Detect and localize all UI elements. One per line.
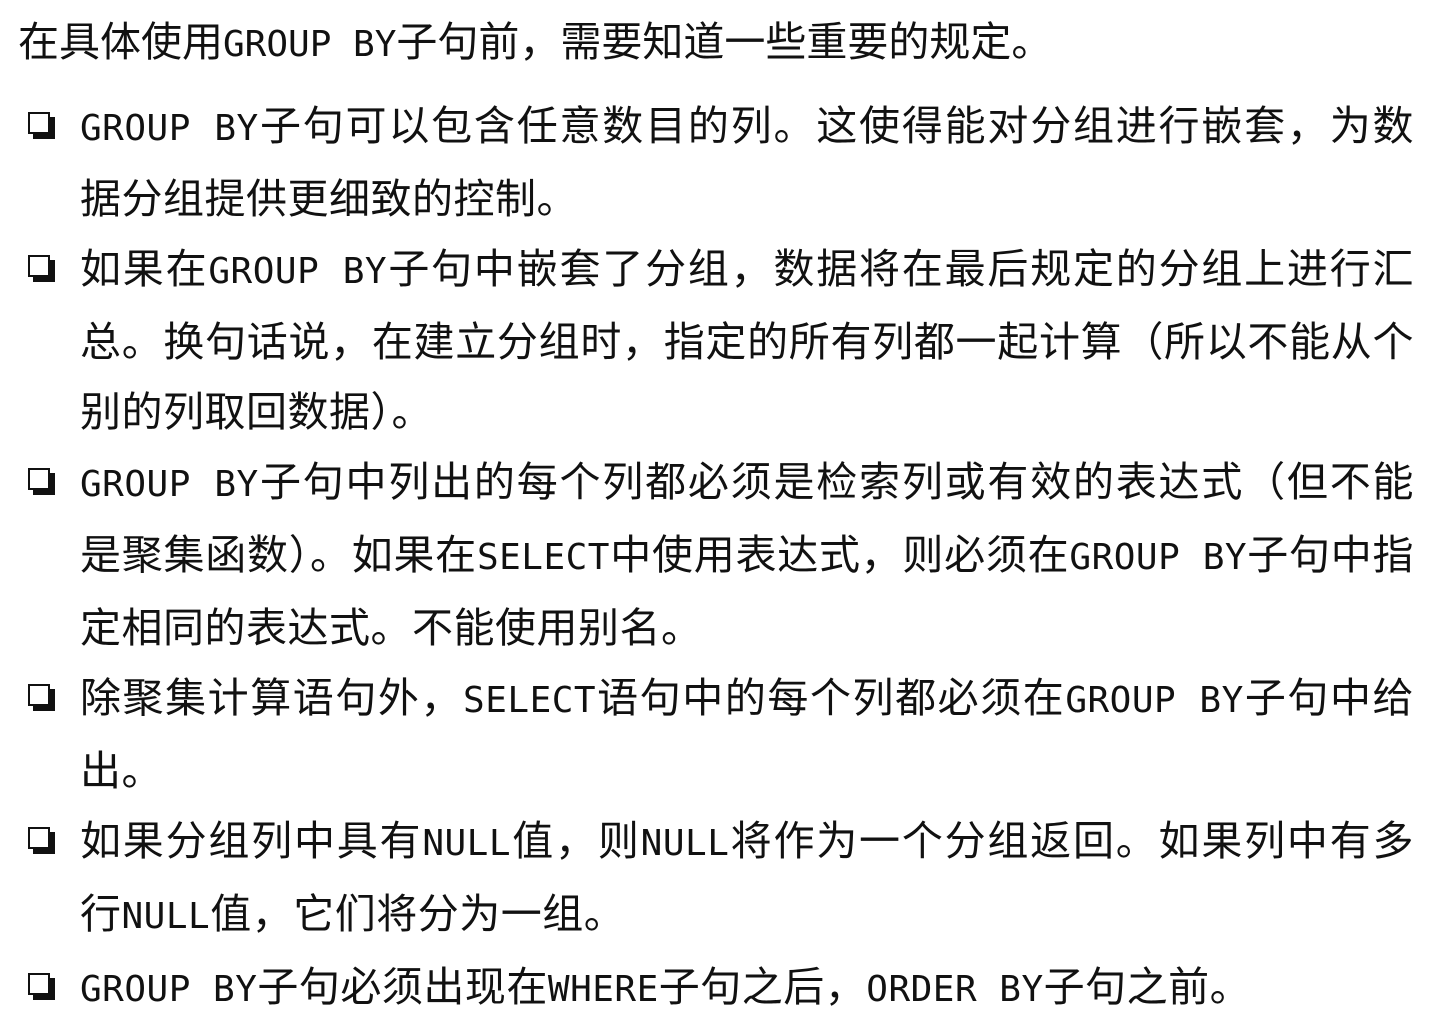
rule-item: GROUP BY子句中列出的每个列都必须是检索列或有效的表达式（但不能是聚集函数… [18,447,1414,663]
code-keyword: GROUP BY [1069,537,1248,578]
square-bullet-icon [28,255,50,277]
rule-item: GROUP BY子句必须出现在WHERE子句之后，ORDER BY子句之前。 [18,952,1414,1025]
rule-text: GROUP BY子句中列出的每个列都必须是检索列或有效的表达式（但不能是聚集函数… [80,458,1415,652]
square-bullet-icon [28,468,50,490]
code-keyword: NULL [121,896,211,937]
code-keyword: SELECT [463,680,597,721]
rule-text: 如果在GROUP BY子句中嵌套了分组，数据将在最后规定的分组上进行汇总。换句话… [80,245,1415,436]
square-bullet-icon [28,973,50,995]
rule-text: GROUP BY子句可以包含任意数目的列。这使得能对分组进行嵌套，为数据分组提供… [80,102,1415,223]
rule-item: 如果分组列中具有NULL值，则NULL将作为一个分组返回。如果列中有多行NULL… [18,806,1414,952]
rule-item: GROUP BY子句可以包含任意数目的列。这使得能对分组进行嵌套，为数据分组提供… [18,91,1414,234]
code-keyword: GROUP BY [1065,680,1244,721]
square-bullet-icon [28,827,50,849]
code-keyword: GROUP BY [80,969,258,1010]
code-keyword: SELECT [476,537,610,578]
code-keyword: GROUP BY [80,464,259,505]
code-keyword: NULL [422,823,512,864]
rule-item: 除聚集计算语句外，SELECT语句中的每个列都必须在GROUP BY子句中给出。 [18,663,1414,806]
rules-list: GROUP BY子句可以包含任意数目的列。这使得能对分组进行嵌套，为数据分组提供… [18,91,1414,1025]
rule-text: GROUP BY子句必须出现在WHERE子句之后，ORDER BY子句之前。 [80,963,1252,1011]
code-keyword: GROUP BY [80,108,259,149]
code-keyword: WHERE [547,969,659,1010]
code-keyword: GROUP BY [208,251,388,292]
rule-item: 如果在GROUP BY子句中嵌套了分组，数据将在最后规定的分组上进行汇总。换句话… [18,234,1414,447]
square-bullet-icon [28,112,50,134]
rule-text: 如果分组列中具有NULL值，则NULL将作为一个分组返回。如果列中有多行NULL… [80,817,1414,938]
rule-text: 除聚集计算语句外，SELECT语句中的每个列都必须在GROUP BY子句中给出。 [80,674,1415,795]
code-keyword: GROUP BY [223,24,397,65]
code-keyword: NULL [640,823,730,864]
square-bullet-icon [28,684,50,706]
code-keyword: ORDER BY [866,969,1044,1010]
intro-paragraph: 在具体使用GROUP BY子句前，需要知道一些重要的规定。 [18,18,1053,66]
